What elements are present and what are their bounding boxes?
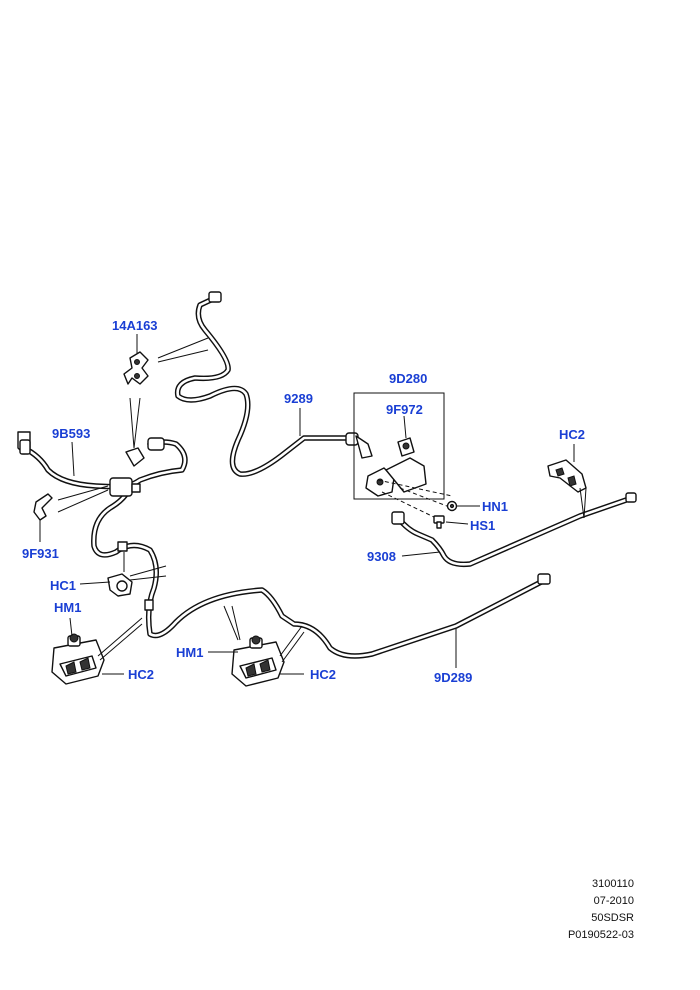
reference-date: 07-2010 (593, 895, 634, 907)
reference-code: 50SDSR (591, 912, 634, 924)
callout-hc2-mid: HC2 (310, 667, 336, 682)
callout-9d289: 9D289 (434, 670, 472, 685)
callout-hm1-mid: HM1 (176, 645, 203, 660)
mount-hm1-left-icon (51, 633, 105, 685)
callout-hn1: HN1 (482, 499, 508, 514)
reference-number: 3100110 (591, 878, 634, 890)
clip-hc2-right-icon (547, 459, 587, 493)
drawing-reference-block: 3100110 07-2010 50SDSR P0190522-03 (568, 876, 634, 944)
callout-hc1: HC1 (50, 578, 76, 593)
clip-hc1-icon (107, 573, 133, 597)
callout-9d280: 9D280 (389, 371, 427, 386)
filter-connector-icon (109, 447, 145, 497)
bracket-9f931-icon (33, 493, 53, 521)
callout-hm1-left: HM1 (54, 600, 81, 615)
pipe-9b593 (17, 431, 188, 490)
callout-hs1: HS1 (470, 518, 495, 533)
mount-hm1-mid-icon (231, 635, 285, 687)
reference-drawing-id: P0190522-03 (567, 929, 634, 941)
callout-9289: 9289 (284, 391, 313, 406)
screw-hs1-icon (433, 515, 445, 529)
pipe-lower-9d289 (91, 485, 551, 659)
callout-9308: 9308 (367, 549, 396, 564)
valve-assembly-9d280-icon (353, 392, 453, 519)
callout-9f972: 9F972 (386, 402, 423, 417)
nut-hn1-icon (446, 500, 458, 512)
pipe-9308 (391, 492, 637, 568)
callout-14a163: 14A163 (112, 318, 158, 333)
callout-9b593: 9B593 (52, 426, 90, 441)
leader-lines (39, 334, 587, 675)
pipe-upper-9289 (174, 291, 373, 477)
callout-hc2-right: HC2 (559, 427, 585, 442)
callout-hc2-left: HC2 (128, 667, 154, 682)
clip-14a163-icon (123, 351, 149, 385)
callout-9f931: 9F931 (22, 546, 59, 561)
